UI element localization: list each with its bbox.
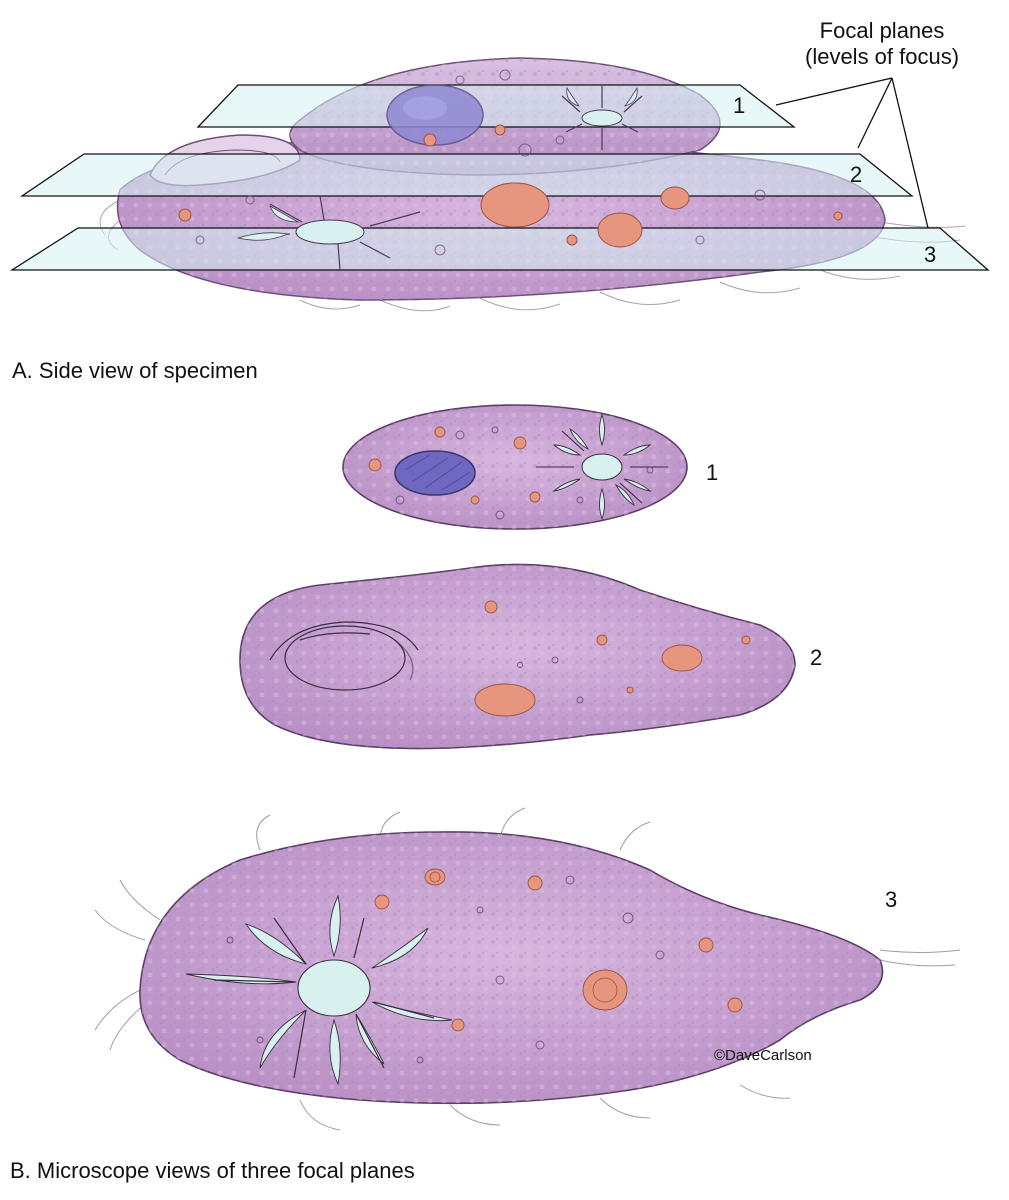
plane-number-side-3: 3 [924, 242, 937, 267]
caption-microscope-views: B. Microscope views of three focal plane… [10, 1158, 415, 1183]
oral-groove-icon [269, 621, 419, 691]
nucleus-icon [394, 450, 476, 496]
plane-number-side-1: 1 [733, 93, 746, 118]
microscope-view-3 [94, 807, 961, 1131]
microscope-view-1 [342, 404, 688, 530]
side-view-illustration [9, 57, 990, 312]
focal-plane-3 [9, 227, 990, 271]
caption-side-view: A. Side view of specimen [12, 358, 258, 383]
star-vacuole-icon [236, 195, 421, 271]
artist-credit: ©DaveCarlson [714, 1047, 812, 1064]
star-vacuole-icon [536, 413, 668, 521]
focal-plane-leader-lines [775, 77, 929, 229]
focal-planes-label-line2: (levels of focus) [805, 44, 960, 69]
plane-number-view-2: 2 [810, 645, 823, 670]
focal-planes-label-line1: Focal planes [819, 18, 945, 43]
plane-number-view-3: 3 [885, 887, 898, 912]
plane-number-side-2: 2 [850, 162, 863, 187]
focal-plane-2 [19, 153, 914, 197]
plane-number-view-1: 1 [706, 460, 719, 485]
microscope-view-2 [239, 563, 796, 750]
star-vacuole-icon [185, 894, 453, 1086]
focal-planes-label: Focal planes (levels of focus) [805, 18, 959, 70]
star-vacuole-icon [561, 86, 643, 150]
focal-plane-1 [196, 84, 796, 128]
food-vacuoles-side [178, 124, 843, 248]
